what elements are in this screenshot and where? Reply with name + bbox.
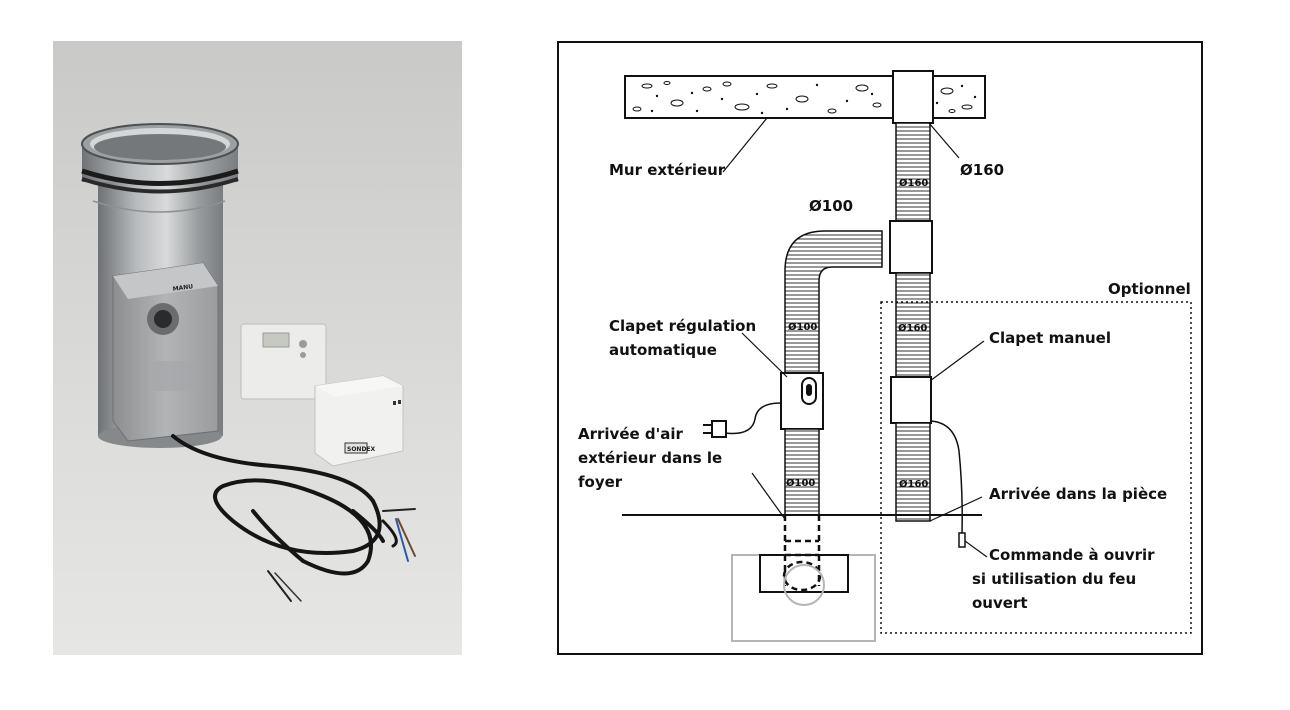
actuator-label: MANU [172, 283, 193, 293]
tag-160-top: Ø160 [899, 177, 928, 189]
duct-100 [780, 230, 883, 516]
optional-zone [880, 301, 1192, 634]
tag-100-lower: Ø100 [786, 477, 815, 489]
label-arrivee-air-line1: Arrivée d'air [578, 425, 683, 443]
room-thermostat [240, 323, 327, 400]
label-clapet-auto-line2: automatique [609, 341, 717, 359]
tag-160-mid: Ø160 [898, 322, 927, 334]
label-optionnel: Optionnel [1108, 280, 1191, 298]
installation-diagram-svg: Ø160 Ø160 Ø160 Ø100 Ø100 Mur extérieur Ø… [557, 41, 1203, 655]
power-cable [171, 434, 416, 602]
installation-diagram: Ø160 Ø160 Ø160 Ø100 Ø100 Mur extérieur Ø… [557, 41, 1203, 655]
auto-damper-cable [703, 402, 782, 438]
tag-160-low: Ø160 [899, 478, 928, 490]
label-mur-exterieur: Mur extérieur [609, 161, 726, 179]
diagram-frame [557, 41, 1203, 655]
manual-damper-cable [930, 420, 966, 548]
receiver-box: SONDEX [314, 375, 404, 467]
product-photo-svg: MANU SONDEX [53, 41, 462, 655]
label-d160: Ø160 [960, 161, 1004, 179]
duct-160 [889, 70, 934, 522]
label-commande-line3: ouvert [972, 594, 1028, 612]
controller-brand: SONDEX [347, 446, 376, 453]
tag-100-upper: Ø100 [788, 321, 817, 333]
product-photo: MANU SONDEX [53, 41, 462, 655]
label-arrivee-piece: Arrivée dans la pièce [989, 485, 1167, 503]
fireplace [731, 554, 876, 642]
label-d100: Ø100 [809, 197, 853, 215]
label-commande-line1: Commande à ouvrir [989, 546, 1155, 564]
label-clapet-auto-line1: Clapet régulation [609, 317, 756, 335]
label-arrivee-air-line2: extérieur dans le [578, 449, 722, 467]
damper-actuator: MANU [112, 262, 219, 442]
label-commande-line2: si utilisation du feu [972, 570, 1136, 588]
leader-lines [722, 117, 988, 558]
label-clapet-manuel: Clapet manuel [989, 329, 1111, 347]
label-arrivee-air-line3: foyer [578, 473, 623, 491]
